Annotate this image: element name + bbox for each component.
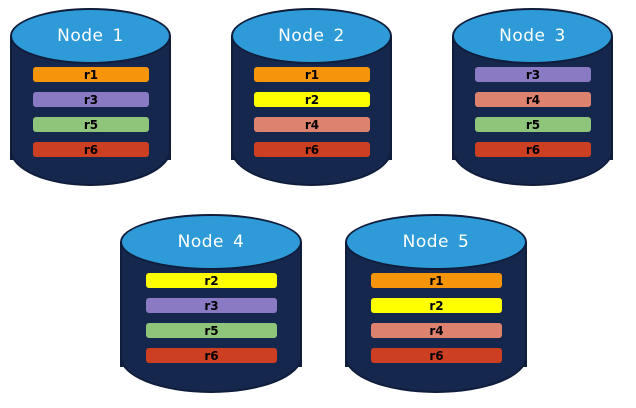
cylinder-top[interactable]: Node 2	[231, 8, 392, 64]
replica-label: r4	[525, 92, 541, 107]
node-title-text: Node	[57, 26, 104, 46]
node-title: Node 5	[403, 232, 470, 252]
replica-bar[interactable]: r4	[254, 117, 370, 132]
node-title: Node 1	[57, 26, 124, 46]
cylinder-top[interactable]: Node 3	[452, 8, 613, 64]
node-cylinder[interactable]: Node 5 r1 r2 r4 r6	[345, 214, 527, 393]
node-title: Node 2	[278, 26, 345, 46]
replica-bar[interactable]: r3	[33, 92, 149, 107]
replica-label: r5	[204, 323, 219, 338]
replica-bar[interactable]: r3	[146, 298, 277, 313]
replica-label: r1	[429, 273, 444, 288]
replica-list: r1 r2 r4 r6	[254, 67, 370, 157]
replica-label: r2	[304, 92, 320, 107]
replica-bar[interactable]: r1	[254, 67, 370, 82]
node-title: Node 4	[178, 232, 245, 252]
node-cylinder[interactable]: Node 2 r1 r2 r4 r6	[231, 8, 392, 186]
node-cylinder[interactable]: Node 1 r1 r3 r5 r6	[10, 8, 171, 186]
replica-list: r3 r4 r5 r6	[475, 67, 591, 157]
replica-bar[interactable]: r2	[146, 273, 277, 288]
replica-bar[interactable]: r2	[371, 298, 502, 313]
replica-label: r4	[304, 117, 320, 132]
replica-bar[interactable]: r6	[33, 142, 149, 157]
node-cylinder[interactable]: Node 3 r3 r4 r5 r6	[452, 8, 613, 186]
node-title-number: 2	[333, 26, 345, 46]
replica-list: r1 r3 r5 r6	[33, 67, 149, 157]
replica-bar[interactable]: r1	[33, 67, 149, 82]
replica-list: r2 r3 r5 r6	[146, 273, 277, 363]
replica-bar[interactable]: r6	[254, 142, 370, 157]
node-title-number: 1	[112, 26, 124, 46]
replica-label: r2	[429, 298, 444, 313]
replica-list: r1 r2 r4 r6	[371, 273, 502, 363]
replica-label: r1	[83, 67, 99, 82]
replica-label: r3	[83, 92, 99, 107]
node-title-number: 5	[458, 232, 470, 252]
replica-label: r3	[525, 67, 541, 82]
cylinder-top[interactable]: Node 1	[10, 8, 171, 64]
replica-bar[interactable]: r5	[33, 117, 149, 132]
node-title-text: Node	[177, 232, 225, 252]
replica-label: r4	[429, 323, 444, 338]
replica-label: r3	[204, 298, 219, 313]
node-title-text: Node	[402, 232, 450, 252]
replica-bar[interactable]: r6	[146, 348, 277, 363]
replica-label: r6	[429, 348, 444, 363]
replica-bar[interactable]: r4	[371, 323, 502, 338]
node-title-number: 3	[554, 26, 566, 46]
replica-label: r5	[83, 117, 99, 132]
replica-bar[interactable]: r6	[475, 142, 591, 157]
node-title-number: 4	[233, 232, 245, 252]
replica-bar[interactable]: r4	[475, 92, 591, 107]
replica-bar[interactable]: r5	[475, 117, 591, 132]
node-cylinder[interactable]: Node 4 r2 r3 r5 r6	[120, 214, 302, 393]
replica-label: r2	[204, 273, 219, 288]
replica-bar[interactable]: r2	[254, 92, 370, 107]
cylinder-top[interactable]: Node 4	[120, 214, 302, 270]
node-title: Node 3	[499, 26, 566, 46]
node-title-text: Node	[499, 26, 546, 46]
replica-label: r5	[525, 117, 541, 132]
replica-bar[interactable]: r5	[146, 323, 277, 338]
replica-label: r1	[304, 67, 320, 82]
replica-label: r6	[204, 348, 219, 363]
replica-label: r6	[304, 142, 320, 157]
replica-bar[interactable]: r3	[475, 67, 591, 82]
replica-bar[interactable]: r1	[371, 273, 502, 288]
replica-bar[interactable]: r6	[371, 348, 502, 363]
replica-label: r6	[83, 142, 99, 157]
cylinder-top[interactable]: Node 5	[345, 214, 527, 270]
replica-label: r6	[525, 142, 541, 157]
node-title-text: Node	[278, 26, 325, 46]
